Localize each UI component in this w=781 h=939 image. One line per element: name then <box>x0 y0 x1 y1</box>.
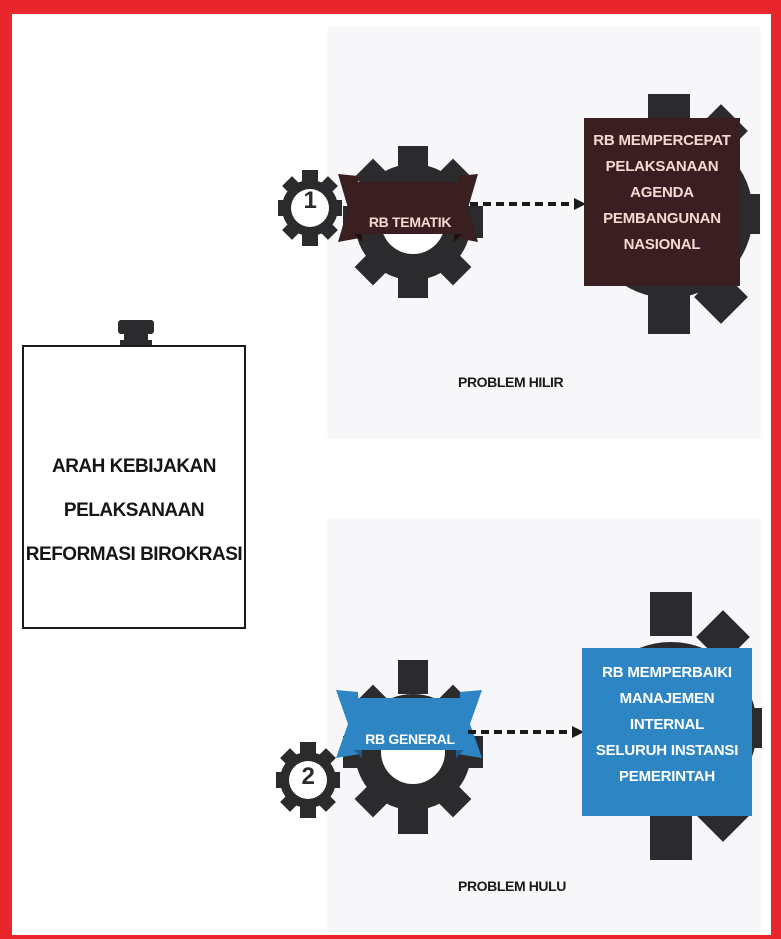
dashed-arrow-icon <box>470 198 586 210</box>
ribbon-general <box>336 690 482 758</box>
track-number-1: 1 <box>303 187 317 214</box>
dashed-arrow-icon <box>468 726 584 738</box>
result-box-general <box>582 648 752 816</box>
track-number-2: 2 <box>301 763 315 790</box>
gear-icon <box>278 170 342 246</box>
gear-icon <box>276 742 340 818</box>
policy-line-3: REFORMASI BIROKRASI <box>25 544 243 565</box>
ribbon-label-tematik: RB TEMATIK <box>368 214 452 230</box>
ribbon-tematik <box>338 174 478 242</box>
policy-box: ARAH KEBIJAKAN PELAKSANAAN REFORMASI BIR… <box>22 345 246 629</box>
problem-label-hulu: PROBLEM HULU <box>458 878 566 894</box>
result-text-tematik: RB MEMPERCEPAT PELAKSANAAN AGENDA PEMBAN… <box>584 128 740 258</box>
result-line: RB MEMPERCEPAT <box>593 132 731 149</box>
result-line: PEMBANGUNAN <box>603 210 721 227</box>
result-line: RB MEMPERBAIKI <box>602 664 732 681</box>
problem-label-hilir: PROBLEM HILIR <box>458 374 564 390</box>
policy-line-2: PELAKSANAAN <box>63 500 205 521</box>
policy-line-1: ARAH KEBIJAKAN <box>51 456 217 477</box>
result-line: PEMERINTAH <box>618 768 716 785</box>
result-line: PELAKSANAAN AGENDA <box>605 158 719 201</box>
policy-title: ARAH KEBIJAKAN PELAKSANAAN REFORMASI BIR… <box>24 445 244 577</box>
result-line: SELURUH INSTANSI <box>595 742 739 759</box>
result-text-general: RB MEMPERBAIKI MANAJEMEN INTERNAL SELURU… <box>582 660 752 790</box>
ribbon-label-general: RB GENERAL <box>365 731 455 747</box>
result-line: NASIONAL <box>623 236 701 253</box>
result-line: MANAJEMEN INTERNAL <box>619 690 715 733</box>
result-box-tematik <box>584 118 740 286</box>
